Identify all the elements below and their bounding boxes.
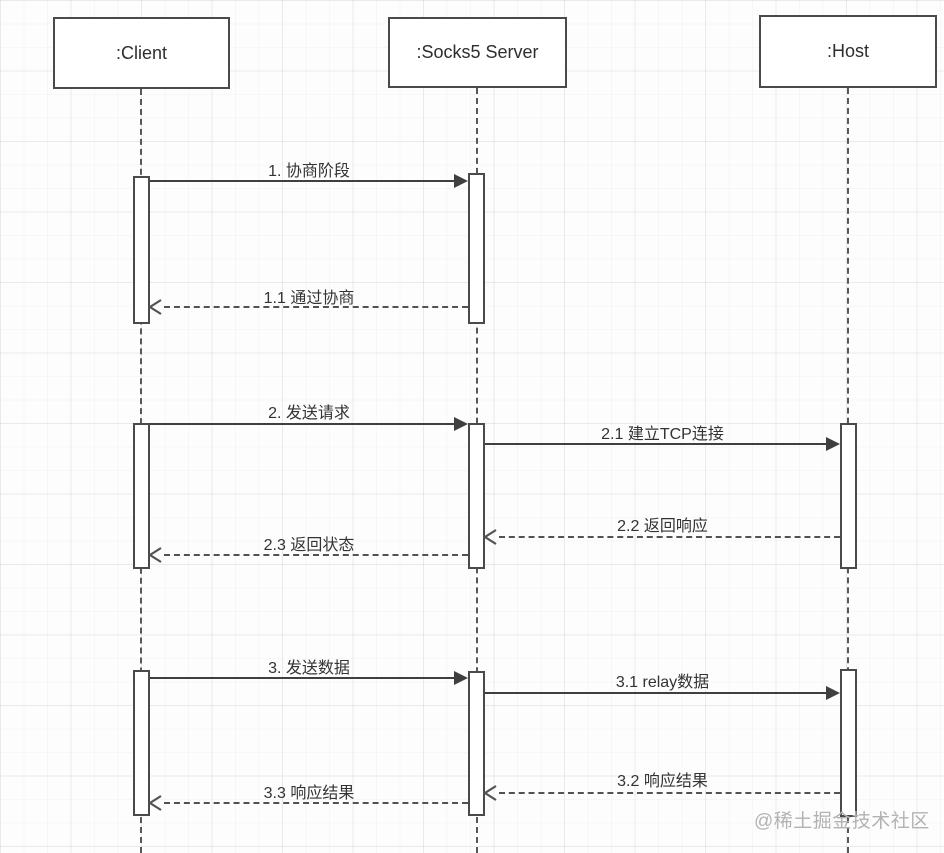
return-arrowhead-icon <box>147 547 162 563</box>
sync-arrowhead-icon <box>454 174 468 188</box>
actor-box-socks5-server: :Socks5 Server <box>388 17 567 88</box>
sync-arrowhead-icon <box>826 437 840 451</box>
activation-host-phase3 <box>840 669 857 817</box>
sync-arrowhead-icon <box>454 417 468 431</box>
activation-host-phase2 <box>840 423 857 569</box>
message-label-3-3: 3.3 响应结果 <box>263 785 355 802</box>
actor-box-client: :Client <box>53 17 230 89</box>
activation-client-phase1 <box>133 176 150 324</box>
watermark: @稀土掘金技术社区 <box>754 811 930 832</box>
message-label-3-1: 3.1 relay数据 <box>615 674 710 691</box>
message-label-1: 1. 协商阶段 <box>268 163 350 180</box>
message-label-2-3: 2.3 返回状态 <box>263 537 355 554</box>
sync-arrowhead-icon <box>826 686 840 700</box>
actor-label-socks5-server: :Socks5 Server <box>416 42 539 62</box>
activation-client-phase2 <box>133 423 150 569</box>
message-label-1-1: 1.1 通过协商 <box>263 290 355 307</box>
message-label-3-2: 3.2 响应结果 <box>617 773 708 790</box>
message-label-3: 3. 发送数据 <box>268 660 350 677</box>
sync-arrowhead-icon <box>454 671 468 685</box>
activation-server-phase3 <box>468 671 485 816</box>
actor-label-host: :Host <box>826 41 869 61</box>
activation-client-phase3 <box>133 670 150 816</box>
activation-server-phase1 <box>468 173 485 324</box>
return-arrowhead-icon <box>482 529 497 545</box>
message-label-2: 2. 发送请求 <box>268 405 350 422</box>
activation-server-phase2 <box>468 423 485 569</box>
return-arrowhead-icon <box>147 795 162 811</box>
actor-label-client: :Client <box>115 42 168 63</box>
actor-box-host: :Host <box>759 15 937 88</box>
message-label-2-2: 2.2 返回响应 <box>617 518 708 535</box>
return-arrowhead-icon <box>147 299 162 315</box>
message-label-2-1: 2.1 建立TCP连接 <box>601 426 724 443</box>
return-arrowhead-icon <box>482 785 497 801</box>
